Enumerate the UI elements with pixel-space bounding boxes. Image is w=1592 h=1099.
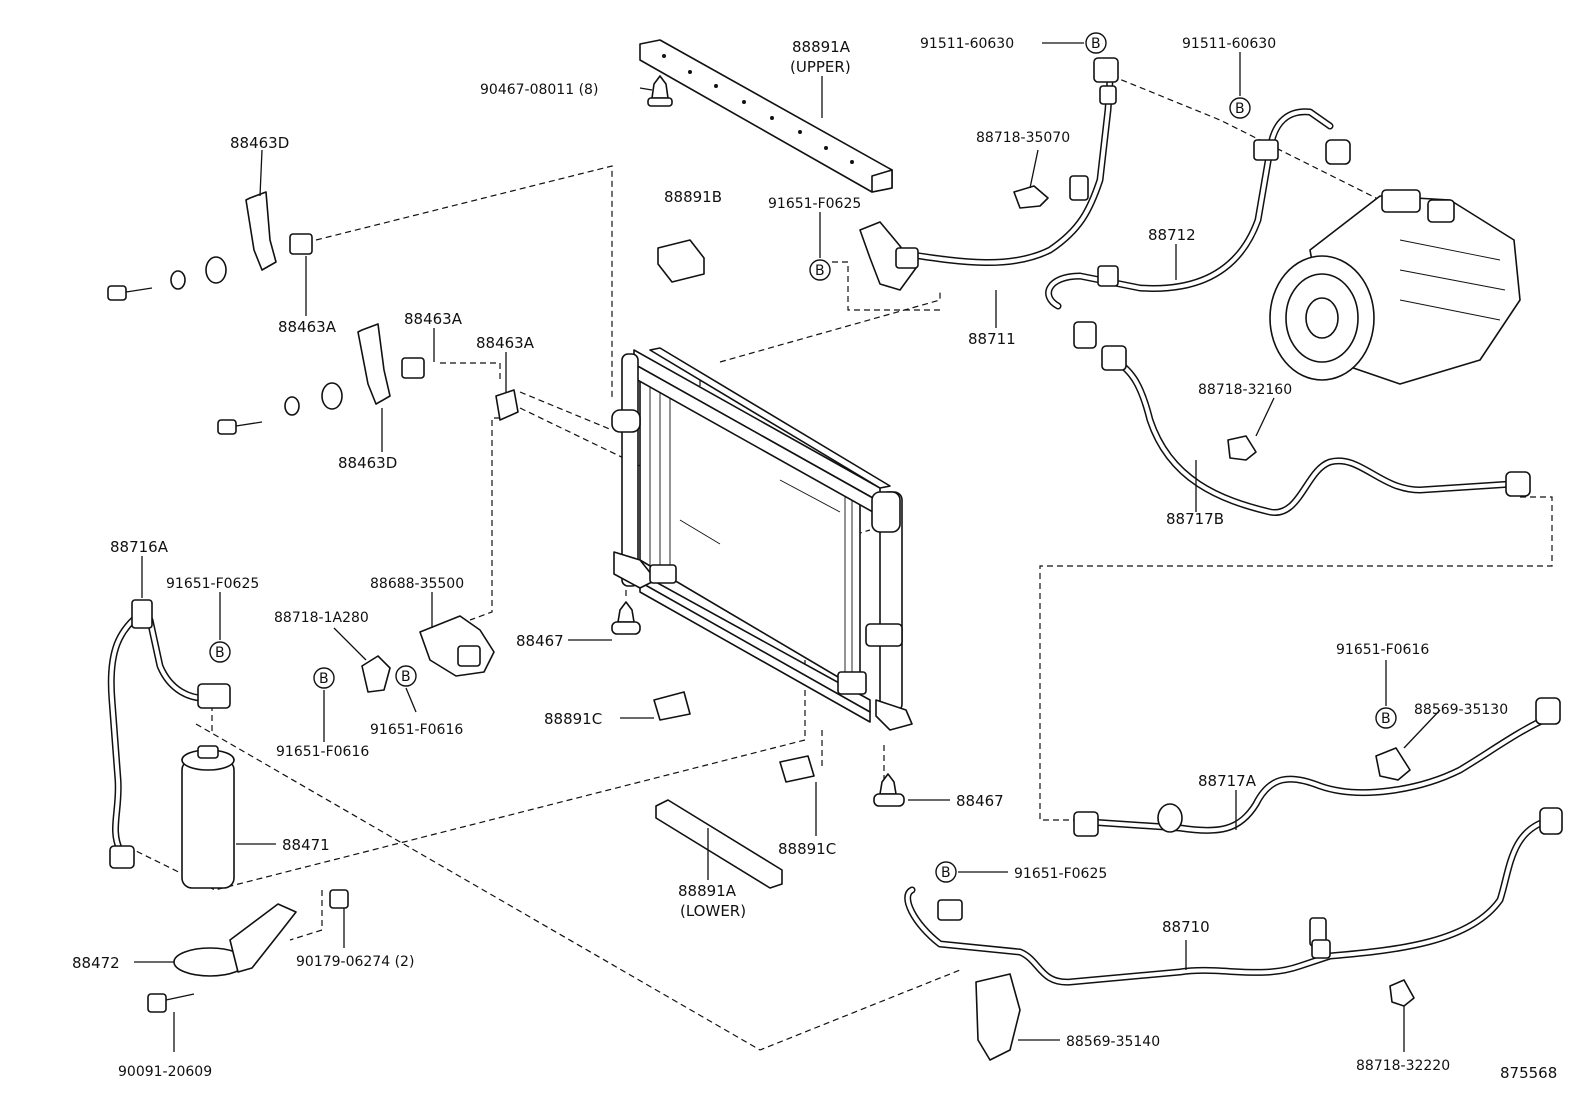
label-90467-08011: 90467-08011 (8) bbox=[480, 82, 598, 98]
pipe-88717b bbox=[1101, 345, 1531, 516]
label-88891a-upper: 88891A bbox=[792, 38, 851, 56]
clamp-88718-1a280-icon bbox=[361, 655, 391, 693]
label-88718-35070: 88718-35070 bbox=[976, 130, 1070, 146]
label-90091-20609: 90091-20609 bbox=[118, 1064, 212, 1080]
label-88891c-a: 88891C bbox=[544, 710, 602, 728]
svg-text:B: B bbox=[319, 671, 329, 687]
label-91651-f0616-b: 91651-F0616 bbox=[370, 722, 463, 738]
label-91651-f0616-a: 91651-F0616 bbox=[276, 744, 369, 760]
svg-text:B: B bbox=[215, 645, 225, 661]
pipe-88716a bbox=[107, 599, 231, 869]
label-88467-left: 88467 bbox=[516, 632, 564, 650]
drawing-number: 875568 bbox=[1500, 1064, 1557, 1082]
label-91511-60630-left: 91511-60630 bbox=[920, 36, 1014, 52]
svg-text:B: B bbox=[1381, 711, 1391, 727]
pipe-88712 bbox=[1045, 108, 1351, 349]
label-88718-1a280: 88718-1A280 bbox=[274, 610, 369, 626]
bracket-88569-35140-icon bbox=[975, 973, 1021, 1061]
label-88716a: 88716A bbox=[110, 538, 169, 556]
clip-88467-right-icon bbox=[873, 773, 905, 807]
label-88710: 88710 bbox=[1162, 918, 1210, 936]
label-88717b: 88717B bbox=[1166, 510, 1224, 528]
mount-hardware-lower bbox=[217, 323, 425, 435]
svg-text:B: B bbox=[815, 263, 825, 279]
label-88688-35500: 88688-35500 bbox=[370, 576, 464, 592]
pipe-88717a bbox=[1073, 697, 1561, 837]
label-88467-right: 88467 bbox=[956, 792, 1004, 810]
label-88718-32220: 88718-32220 bbox=[1356, 1058, 1450, 1074]
cushion-blocks bbox=[653, 239, 815, 889]
label-88463a-b: 88463A bbox=[404, 310, 463, 328]
label-88569-35140: 88569-35140 bbox=[1066, 1034, 1160, 1050]
label-88569-35130: 88569-35130 bbox=[1414, 702, 1508, 718]
bracket-88688-35500-icon bbox=[419, 615, 495, 677]
label-88471: 88471 bbox=[282, 836, 330, 854]
label-91511-60630-right: 91511-60630 bbox=[1182, 36, 1276, 52]
label-88712: 88712 bbox=[1148, 226, 1196, 244]
label-91651-f0625-bottom: 91651-F0625 bbox=[1014, 866, 1107, 882]
upper-seal-strip bbox=[639, 39, 893, 193]
b-marker-91651-f0616-a: B bbox=[313, 667, 335, 742]
b-marker-91651-f0625-bottom: B bbox=[935, 861, 1008, 883]
label-90179-06274: 90179-06274 (2) bbox=[296, 954, 414, 970]
label-88463d-bottom: 88463D bbox=[338, 454, 397, 472]
clamp-88569-35130-icon bbox=[1375, 747, 1411, 781]
label-88463a-a: 88463A bbox=[278, 318, 337, 336]
label-91651-f0625-left: 91651-F0625 bbox=[166, 576, 259, 592]
label-88891c-b: 88891C bbox=[778, 840, 836, 858]
receiver-drier-88471-icon bbox=[181, 745, 235, 889]
label-lower: (LOWER) bbox=[680, 902, 746, 920]
svg-text:B: B bbox=[1235, 101, 1245, 117]
label-91651-f0616-c: 91651-F0616 bbox=[1336, 642, 1429, 658]
b-marker-91651-f0625-top: B bbox=[809, 212, 831, 281]
label-91651-f0625-top: 91651-F0625 bbox=[768, 196, 861, 212]
b-marker-91511-left: B bbox=[1042, 32, 1107, 54]
condenser-assembly bbox=[611, 347, 913, 731]
label-88891b: 88891B bbox=[664, 188, 722, 206]
label-88711: 88711 bbox=[968, 330, 1016, 348]
b-marker-91651-f0616-c: B bbox=[1375, 660, 1397, 729]
mount-hardware-upper bbox=[107, 191, 313, 301]
label-88463d-top: 88463D bbox=[230, 134, 289, 152]
label-88717a: 88717A bbox=[1198, 772, 1257, 790]
bracket-88463a-condenser bbox=[495, 389, 519, 421]
b-marker-91651-f0616-b: B bbox=[395, 665, 417, 713]
compressor-icon bbox=[1269, 189, 1521, 385]
b-marker-91651-f0625-left: B bbox=[209, 592, 231, 663]
label-88463a-c: 88463A bbox=[476, 334, 535, 352]
label-88472: 88472 bbox=[72, 954, 120, 972]
clip-88467-left-icon bbox=[611, 601, 641, 635]
svg-text:B: B bbox=[941, 865, 951, 881]
clamp-88718-35070-icon bbox=[1013, 185, 1049, 209]
clamp-88718-32220-icon bbox=[1389, 979, 1415, 1007]
leader-lines bbox=[134, 76, 1441, 1052]
label-upper: (UPPER) bbox=[790, 58, 851, 76]
pipe-88711 bbox=[859, 57, 1119, 291]
svg-text:B: B bbox=[401, 669, 411, 685]
label-88718-32160: 88718-32160 bbox=[1198, 382, 1292, 398]
b-marker-91511-right: B bbox=[1229, 52, 1251, 119]
svg-text:B: B bbox=[1091, 36, 1101, 52]
bracket-88472-icon bbox=[147, 889, 349, 1013]
clip-90467-icon bbox=[647, 75, 673, 107]
pipe-88710 bbox=[904, 807, 1563, 986]
clamp-88718-32160-icon bbox=[1227, 435, 1257, 461]
label-88891a-lower: 88891A bbox=[678, 882, 737, 900]
